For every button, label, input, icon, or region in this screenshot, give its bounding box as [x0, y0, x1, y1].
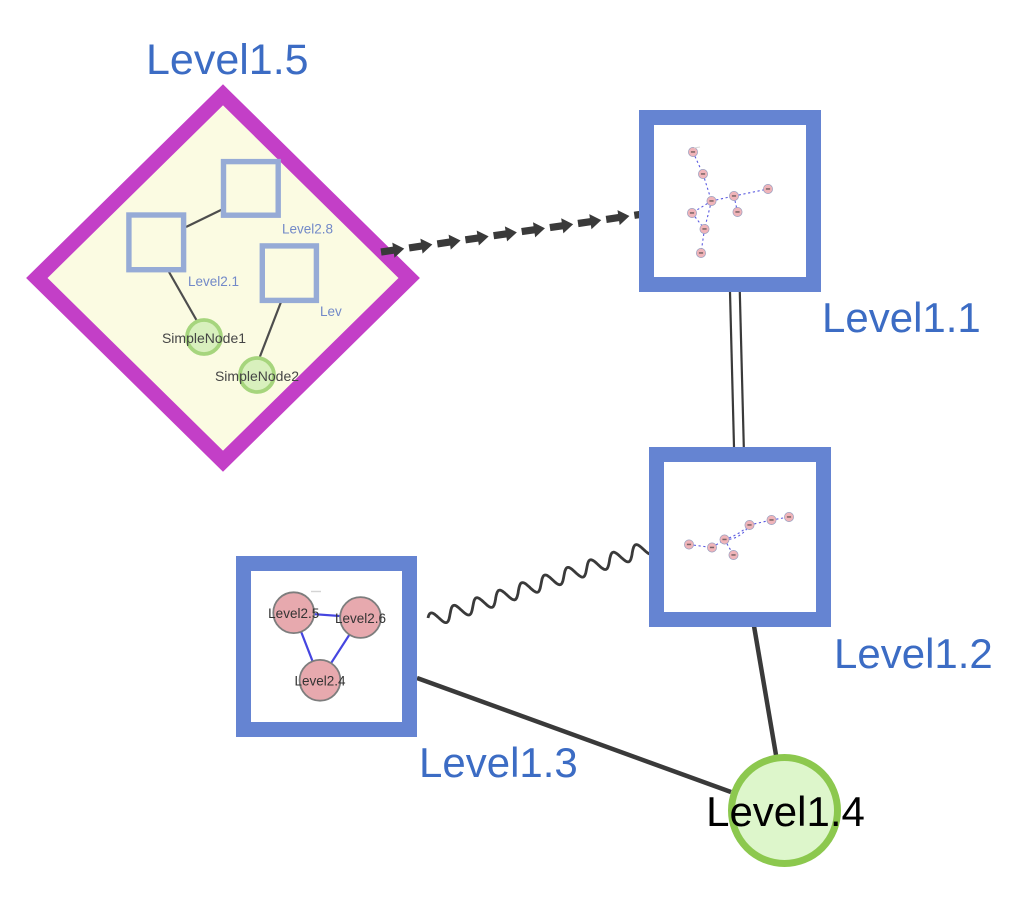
svg-text:SimpleNode1: SimpleNode1 [162, 330, 246, 346]
svg-text:SimpleNode2: SimpleNode2 [215, 368, 299, 384]
svg-text:Level2.5: Level2.5 [268, 606, 319, 621]
svg-text:Level1.4: Level1.4 [706, 788, 865, 835]
svg-text:Level2.1: Level2.1 [188, 274, 239, 289]
svg-text:Level1.2: Level1.2 [834, 630, 993, 677]
svg-text:Lev: Lev [320, 304, 342, 319]
svg-text:Level1.1: Level1.1 [822, 294, 981, 341]
svg-text:Level2.4: Level2.4 [294, 674, 346, 689]
svg-text:Level1.5: Level1.5 [146, 36, 309, 84]
svg-text:Level2.8: Level2.8 [282, 222, 333, 237]
svg-text:Level2.6: Level2.6 [335, 611, 386, 626]
svg-text:Level1.3: Level1.3 [419, 739, 578, 786]
